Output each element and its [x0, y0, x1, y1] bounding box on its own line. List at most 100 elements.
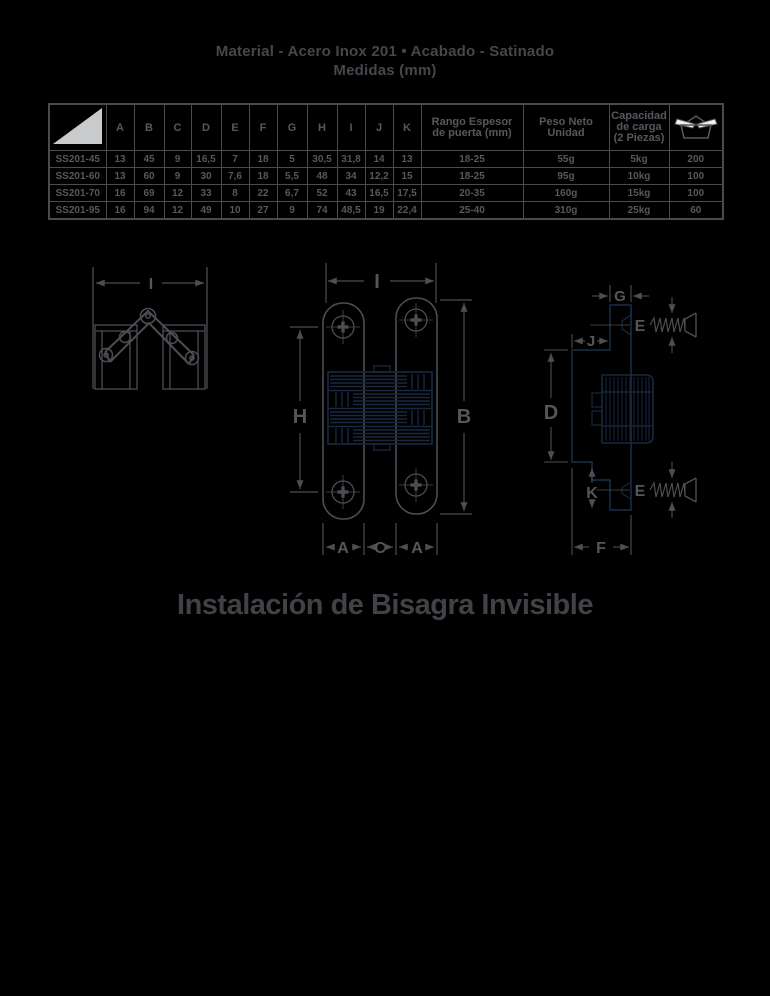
- spec-cell: 34: [336, 167, 366, 185]
- col-header-j: J: [364, 103, 394, 151]
- side-view-drawing: G E J D K E F: [544, 285, 697, 557]
- dim-label-i-open: I: [149, 276, 153, 293]
- spec-cell: 48,5: [336, 201, 366, 220]
- spec-cell: 5,5: [276, 167, 308, 185]
- diagonal-triangle-icon: [53, 108, 103, 144]
- rango-cell: 25-40: [420, 201, 524, 220]
- table-row: SS201-95 16 94 12 49 10 27 9 74 48,5 19 …: [48, 201, 724, 220]
- dim-label-b: B: [457, 406, 471, 428]
- spec-cell: 5: [276, 150, 308, 168]
- spec-cell: 16,5: [364, 184, 394, 202]
- hinge-body-profile: [571, 304, 654, 511]
- dim-label-j: J: [587, 333, 595, 350]
- spec-cell: 94: [133, 201, 165, 220]
- table-row: SS201-70 16 69 12 33 8 22 6,7 52 43 16,5…: [48, 184, 724, 202]
- spec-cell: 74: [306, 201, 338, 220]
- capacidad-cell: 10kg: [608, 167, 670, 185]
- spec-cell: 16: [105, 201, 135, 220]
- dim-label-g: G: [614, 288, 626, 305]
- spec-cell: 27: [248, 201, 278, 220]
- spec-cell: 13: [105, 167, 135, 185]
- spec-cell: 18: [248, 167, 278, 185]
- page-title-block: Material - Acero Inox 201 • Acabado - Sa…: [0, 42, 770, 80]
- col-header-rango: Rango Espesor de puerta (mm): [420, 103, 524, 151]
- col-header-f: F: [248, 103, 278, 151]
- capacidad-cell: 15kg: [608, 184, 670, 202]
- spec-cell: 12: [163, 184, 192, 202]
- spec-cell: 19: [364, 201, 394, 220]
- page-subtitle: Medidas (mm): [333, 62, 437, 79]
- model-cell: SS201-45: [48, 150, 107, 168]
- hinge-knuckle-front: [327, 365, 433, 451]
- model-cell: SS201-70: [48, 184, 107, 202]
- spec-cell: 43: [336, 184, 366, 202]
- spec-cell: 31,8: [336, 150, 366, 168]
- dim-label-i: I: [374, 271, 380, 293]
- col-header-b: B: [133, 103, 165, 151]
- spec-cell: 45: [133, 150, 165, 168]
- spec-cell: 33: [190, 184, 222, 202]
- spec-cell: 49: [190, 201, 222, 220]
- rango-cell: 20-35: [420, 184, 524, 202]
- unidades-cell: 100: [668, 184, 724, 202]
- spec-cell: 14: [364, 150, 394, 168]
- dim-label-f: F: [596, 540, 606, 557]
- dim-label-e-bottom: E: [635, 483, 646, 500]
- rango-cell: 18-25: [420, 167, 524, 185]
- unidades-cell: 100: [668, 167, 724, 185]
- model-cell: SS201-95: [48, 201, 107, 220]
- col-header-a: A: [105, 103, 135, 151]
- spec-cell: 10: [220, 201, 250, 220]
- peso-cell: 55g: [522, 150, 610, 168]
- col-header-k: K: [392, 103, 422, 151]
- col-header-i: I: [336, 103, 366, 151]
- unidades-cell: 60: [668, 201, 724, 220]
- open-carton-icon: [674, 115, 718, 139]
- front-view-drawing: I H B A C A: [290, 263, 472, 557]
- spec-cell: 48: [306, 167, 338, 185]
- table-header-row: A B C D E F G H I J K Rango Espesor de p…: [48, 103, 724, 151]
- spec-cell: 15: [392, 167, 422, 185]
- spec-cell: 9: [276, 201, 308, 220]
- model-cell: SS201-60: [48, 167, 107, 185]
- peso-cell: 310g: [522, 201, 610, 220]
- spec-cell: 16: [105, 184, 135, 202]
- spec-cell: 12,2: [364, 167, 394, 185]
- spec-cell: 8: [220, 184, 250, 202]
- corner-cell: [48, 103, 107, 151]
- spec-cell: 13: [105, 150, 135, 168]
- spec-cell: 17,5: [392, 184, 422, 202]
- table-row: SS201-45 13 45 9 16,5 7 18 5 30,5 31,8 1…: [48, 150, 724, 168]
- section-heading: Instalación de Bisagra Invisible: [177, 589, 593, 621]
- spec-cell: 13: [392, 150, 422, 168]
- open-position-drawing: I: [92, 267, 208, 390]
- col-header-h: H: [306, 103, 338, 151]
- spec-cell: 52: [306, 184, 338, 202]
- hinge-linkage-arms: [104, 309, 195, 365]
- table-row: SS201-60 13 60 9 30 7,6 18 5,5 48 34 12,…: [48, 167, 724, 185]
- capacidad-cell: 25kg: [608, 201, 670, 220]
- spec-cell: 7,6: [220, 167, 250, 185]
- peso-cell: 160g: [522, 184, 610, 202]
- col-header-e: E: [220, 103, 250, 151]
- dim-label-a-left: A: [337, 540, 349, 557]
- spec-table: A B C D E F G H I J K Rango Espesor de p…: [48, 103, 724, 220]
- spec-cell: 9: [163, 150, 192, 168]
- dim-label-d: D: [544, 402, 558, 424]
- spec-cell: 9: [163, 167, 192, 185]
- page-title: Material - Acero Inox 201 • Acabado - Sa…: [215, 43, 555, 60]
- capacidad-cell: 5kg: [608, 150, 670, 168]
- spec-cell: 7: [220, 150, 250, 168]
- rango-cell: 18-25: [420, 150, 524, 168]
- spec-cell: 69: [133, 184, 165, 202]
- unidades-cell: 200: [668, 150, 724, 168]
- dim-label-h: H: [293, 406, 307, 428]
- col-header-peso: Peso Neto Unidad: [522, 103, 610, 151]
- peso-cell: 95g: [522, 167, 610, 185]
- dim-label-e-top: E: [635, 318, 646, 335]
- col-header-caja: [668, 103, 724, 151]
- spec-cell: 12: [163, 201, 192, 220]
- col-header-c: C: [163, 103, 192, 151]
- spec-cell: 6,7: [276, 184, 308, 202]
